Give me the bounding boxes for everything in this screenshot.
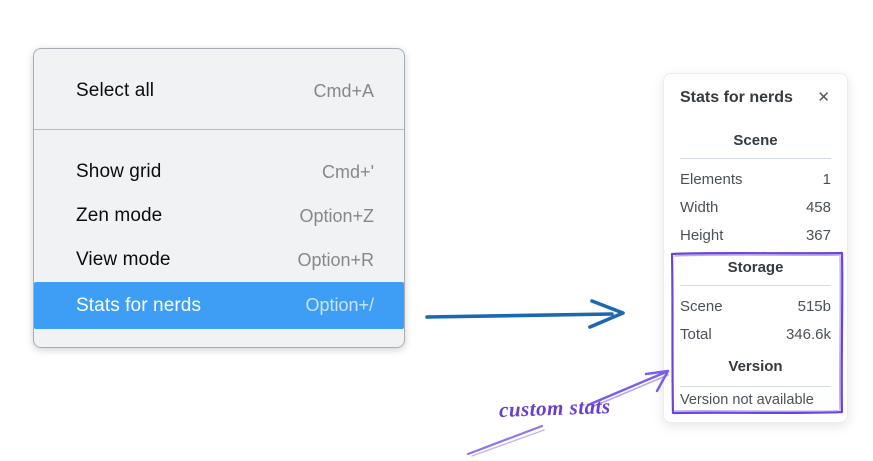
- section-divider: [680, 158, 831, 159]
- section-heading-scene: Scene: [733, 132, 778, 149]
- menu-item-stats-for-nerds[interactable]: Stats for nerds Option+/: [34, 282, 404, 329]
- stat-value: 367: [805, 226, 831, 244]
- menu-item-view-mode[interactable]: View mode Option+R: [34, 238, 404, 282]
- section-divider: [680, 285, 831, 286]
- version-note: Version not available: [680, 392, 814, 408]
- stat-label: Height: [680, 226, 724, 244]
- stat-value: 1: [822, 170, 831, 188]
- section-heading-storage: Storage: [727, 259, 784, 276]
- section-divider: [680, 386, 831, 387]
- menu-item-label: Stats for nerds: [76, 294, 202, 316]
- menu-item-label: View mode: [76, 249, 171, 270]
- stat-value: 515b: [797, 297, 831, 315]
- stat-label: Width: [680, 198, 719, 216]
- flow-arrow-icon: [425, 299, 625, 329]
- stat-row-width: Width 458: [680, 197, 831, 217]
- stat-label: Total: [680, 325, 712, 343]
- stat-row-elements: Elements 1: [680, 169, 831, 189]
- stat-row-height: Height 367: [680, 225, 831, 245]
- stats-panel: Stats for nerds ✕ Scene Elements 1 Width…: [663, 73, 848, 423]
- stats-panel-title: Stats for nerds: [680, 88, 793, 106]
- menu-item-shortcut: Option+R: [297, 249, 374, 270]
- menu-item-select-all[interactable]: Select all Cmd+A: [34, 69, 404, 113]
- annotation-underline-stroke: [466, 424, 545, 457]
- stat-label: Elements: [680, 170, 743, 188]
- menu-item-shortcut: Cmd+': [322, 161, 374, 182]
- menu-item-label: Zen mode: [76, 205, 163, 226]
- menu-item-label: Show grid: [76, 161, 162, 182]
- menu-item-shortcut: Cmd+A: [313, 80, 374, 101]
- close-icon[interactable]: ✕: [817, 89, 830, 106]
- stats-panel-header: Stats for nerds ✕: [680, 87, 831, 108]
- annotation-label: custom stats: [498, 394, 611, 422]
- menu-divider: [34, 129, 404, 130]
- context-menu: Select all Cmd+A Show grid Cmd+' Zen mod…: [33, 48, 405, 348]
- stat-row-scene-storage: Scene 515b: [680, 296, 831, 316]
- stat-value: 458: [805, 198, 831, 216]
- menu-item-label: Select all: [76, 80, 155, 101]
- menu-item-shortcut: Option+/: [305, 295, 374, 315]
- menu-item-shortcut: Option+Z: [299, 205, 374, 226]
- stat-value: 346.6k: [785, 325, 831, 343]
- section-heading-version: Version: [728, 358, 783, 375]
- stat-label: Scene: [680, 297, 723, 315]
- stat-row-total-storage: Total 346.6k: [680, 324, 831, 344]
- menu-item-zen-mode[interactable]: Zen mode Option+Z: [34, 194, 404, 238]
- menu-item-show-grid[interactable]: Show grid Cmd+': [34, 150, 404, 194]
